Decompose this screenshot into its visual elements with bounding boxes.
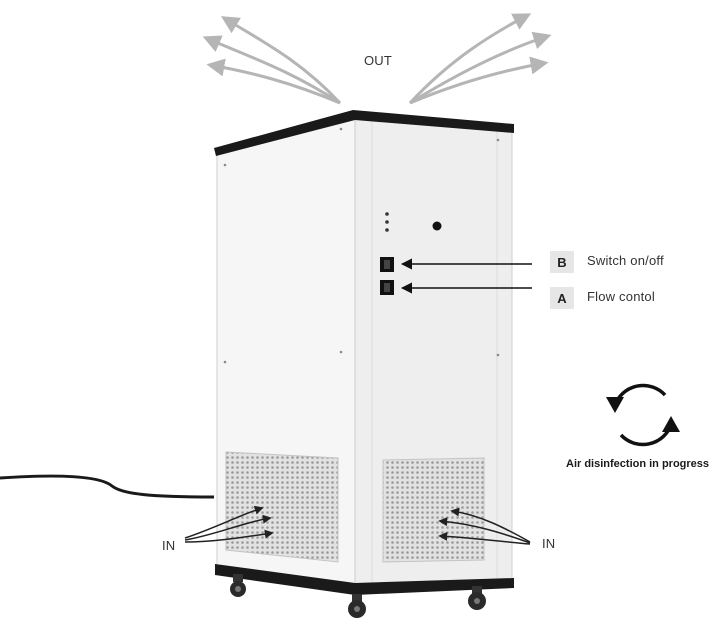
in-label-right: IN [542, 536, 556, 551]
airflow-in-arrows-left [184, 505, 274, 543]
caster-wheel [230, 574, 246, 597]
control-knob[interactable] [432, 221, 442, 231]
out-label: OUT [364, 53, 393, 68]
in-label-left: IN [162, 538, 176, 553]
switch-on-off-label: Switch on/off [587, 253, 664, 268]
indicator-lights [385, 212, 389, 232]
badge-b: B [550, 251, 574, 273]
caster-wheel [468, 586, 486, 610]
caster-wheel [348, 594, 366, 618]
airflow-in-arrows-right [438, 507, 531, 545]
flow-switch[interactable] [380, 280, 394, 295]
power-switch[interactable] [380, 257, 394, 272]
badge-a: A [550, 287, 574, 309]
top-frame [214, 110, 514, 156]
refresh-cycle-icon [613, 383, 673, 447]
front-vent-mesh [382, 457, 485, 563]
airflow-out-arrows [202, 13, 552, 105]
bottom-frame [215, 564, 514, 595]
flow-control-label: Flow contol [587, 289, 655, 304]
left-vent-mesh [225, 451, 339, 563]
power-cord [0, 474, 215, 499]
status-text: Air disinfection in progress [566, 458, 710, 470]
